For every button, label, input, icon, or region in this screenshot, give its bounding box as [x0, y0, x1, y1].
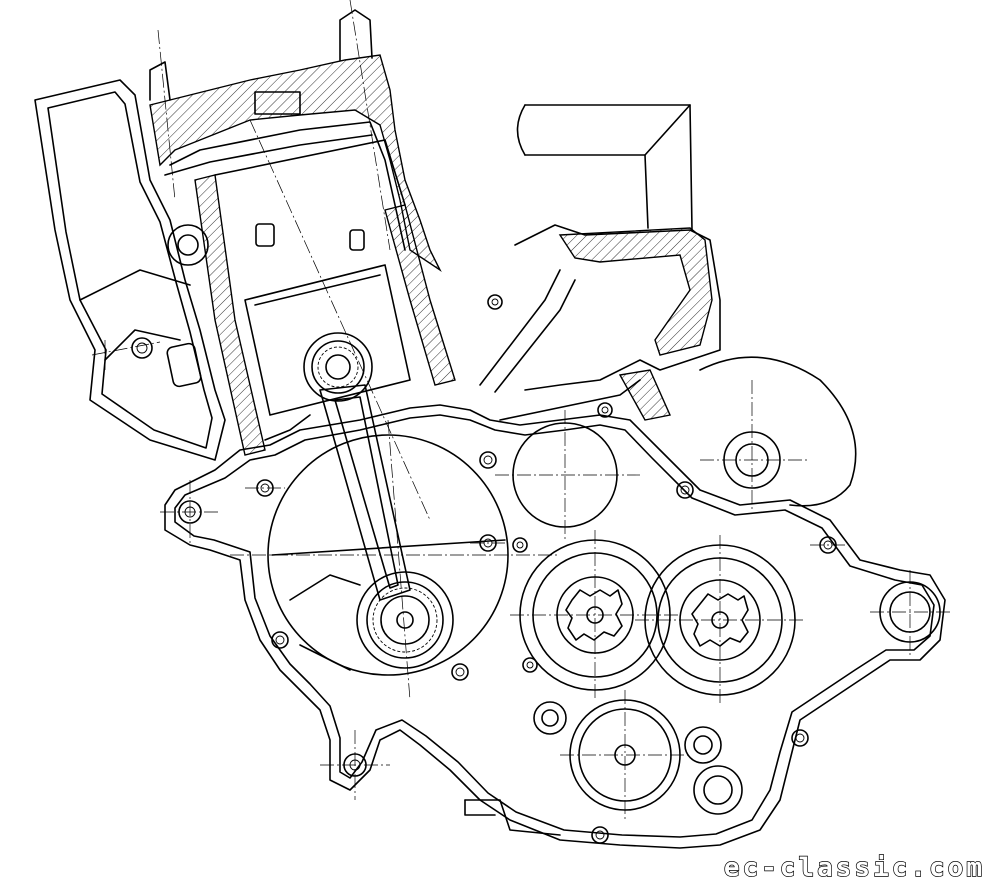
watermark-text: ec-classic.com	[724, 853, 985, 883]
gudgeon-boss-left	[167, 224, 209, 266]
center-lines	[91, 340, 950, 800]
sump-outline	[464, 799, 561, 836]
gearbox-countershaft	[635, 535, 805, 705]
intake-elbow-pipe	[516, 104, 693, 231]
crankshaft-web	[230, 419, 560, 701]
watermark: ec-classic.com	[723, 852, 985, 883]
crankcase-outline	[164, 404, 946, 849]
clutch-cover	[699, 356, 857, 510]
intake-manifold	[479, 224, 721, 421]
cylinder-head	[149, 0, 442, 273]
piston	[244, 223, 411, 441]
small-end-bearing	[303, 332, 373, 402]
connecting-rod	[319, 384, 411, 601]
bolt-holes	[131, 294, 837, 844]
balancer-shaft	[495, 410, 640, 540]
exhaust-port-housing	[34, 79, 226, 461]
gearbox-mainshaft	[510, 530, 680, 700]
kickstart-idler-gear	[560, 690, 690, 820]
cylinder-bore	[194, 119, 456, 521]
big-end-bearing	[356, 571, 454, 669]
